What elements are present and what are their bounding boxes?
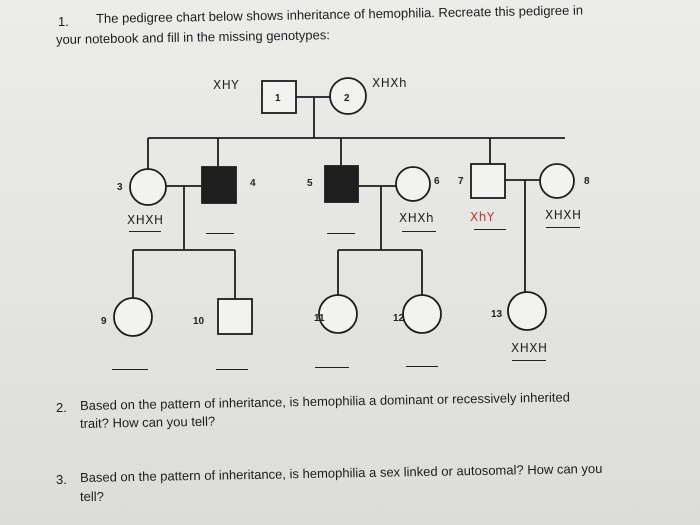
genotype-9-blank	[112, 369, 148, 370]
genotype-6-underline	[402, 231, 436, 232]
genotype-11-blank	[315, 367, 349, 368]
genotype-3-underline	[129, 231, 161, 232]
label-13: 13	[491, 309, 503, 320]
question-2-number: 2.	[56, 400, 67, 415]
genotype-10-blank	[216, 369, 248, 370]
label-11: 11	[314, 313, 325, 324]
label-10: 10	[193, 316, 205, 327]
male-individual-10	[217, 298, 253, 335]
male-individual-7	[470, 163, 506, 199]
genotype-8-underline	[546, 227, 580, 228]
female-individual-11	[318, 294, 358, 334]
genotype-3: XHXH	[127, 213, 164, 227]
genotype-12-blank	[406, 366, 438, 367]
female-individual-2	[329, 77, 367, 115]
label-3: 3	[117, 182, 123, 193]
question-1-number: 1.	[58, 14, 69, 29]
affected-male-individual-4	[201, 166, 237, 204]
female-individual-8	[539, 163, 575, 199]
label-2: 2	[344, 93, 350, 104]
genotype-1: XHY	[213, 78, 240, 92]
label-6: 6	[434, 176, 440, 187]
question-3-number: 3.	[56, 472, 67, 487]
female-individual-12	[402, 294, 442, 334]
affected-male-individual-5	[324, 165, 359, 203]
female-individual-3	[129, 168, 167, 206]
question-2-line-2: trait? How can you tell?	[79, 413, 216, 431]
label-7: 7	[458, 176, 464, 187]
male-individual-1	[261, 80, 297, 114]
genotype-4-blank	[206, 233, 234, 234]
label-4: 4	[250, 178, 256, 189]
label-8: 8	[584, 176, 590, 187]
genotype-2: XHXh	[372, 76, 408, 90]
female-individual-13	[507, 291, 547, 331]
female-individual-9	[113, 297, 153, 337]
label-12: 12	[393, 313, 405, 324]
genotype-6: XHXh	[399, 211, 435, 225]
genotype-13-underline	[512, 360, 546, 361]
label-5: 5	[307, 178, 313, 189]
genotype-13: XHXH	[511, 341, 548, 355]
genotype-8: XHXH	[545, 208, 582, 222]
label-1: 1	[275, 93, 281, 104]
genotype-7: XhY	[470, 210, 495, 224]
genotype-7-underline	[474, 229, 506, 230]
genotype-5-blank	[327, 233, 355, 234]
female-individual-6	[395, 166, 431, 202]
question-3-line-2: tell?	[80, 489, 104, 504]
label-9: 9	[101, 316, 107, 327]
